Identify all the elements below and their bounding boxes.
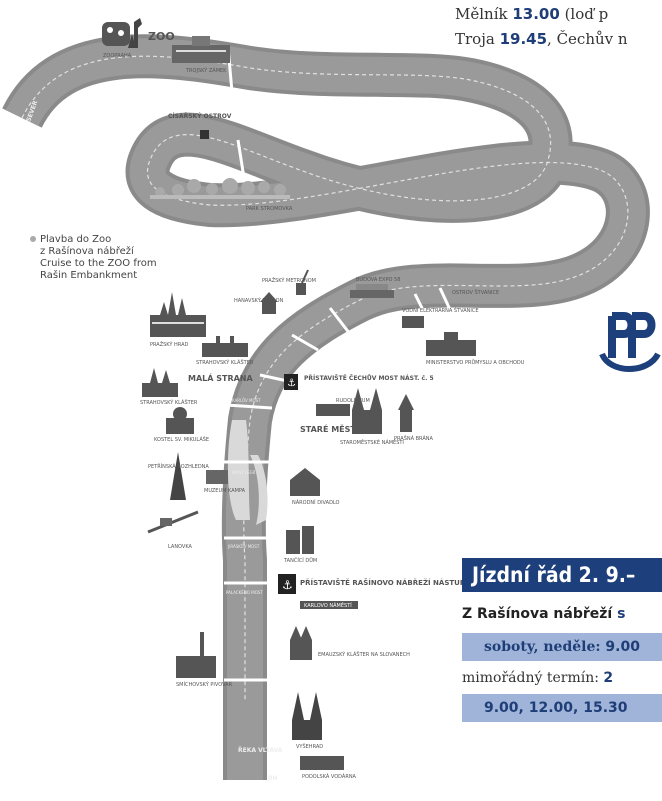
emauzy-label: EMAUZSKÝ KLÁŠTER NA SLOVANECH bbox=[318, 651, 410, 658]
jiraskuv-label: JIRÁSKŮV MOST bbox=[227, 544, 260, 549]
time-melnik: 13.00 bbox=[512, 5, 560, 23]
karlovo-label: KARLOVO NÁMĚSTÍ bbox=[304, 601, 352, 609]
expo58-label: BUDOVA EXPO 58 bbox=[356, 277, 400, 283]
pier-rasinovo-label: PŘÍSTAVIŠTĚ RAŠÍNOVO NÁBŘEŽÍ NÁSTUPIŠTĚ … bbox=[300, 578, 499, 587]
petrin-tower-icon bbox=[170, 452, 186, 500]
legend-line-3: Cruise to the ZOO from bbox=[40, 258, 157, 269]
powder-tower-label: PRAŠNÁ BRÁNA bbox=[394, 435, 433, 442]
petrin-label: PETŘÍNSKÁ ROZHLEDNA bbox=[148, 462, 209, 470]
podolska-icon bbox=[300, 756, 344, 770]
svg-text:⚓: ⚓ bbox=[287, 378, 296, 389]
bridge-cechuv bbox=[291, 333, 319, 352]
troja-chateau-icon bbox=[172, 36, 230, 63]
prague-castle-label: PRAŽSKÝ HRAD bbox=[150, 340, 189, 348]
stromovka-label: PARK STROMOVKA bbox=[246, 206, 293, 212]
timetable-from: Z Rašínova nábřeží s bbox=[462, 606, 626, 622]
bridge-hlavkuv-b bbox=[438, 287, 454, 315]
bridge-zelezniccni bbox=[236, 139, 246, 179]
st-nicholas-icon bbox=[166, 407, 194, 434]
zoopraha-label: ZOOPRAHA bbox=[103, 53, 132, 59]
powder-tower-icon bbox=[398, 394, 414, 432]
karlovo-badge bbox=[300, 601, 358, 609]
ministry-label: MINISTERSTVO PRŮMYSLU A OBCHODU bbox=[426, 359, 525, 366]
pier-marker-1 bbox=[200, 130, 209, 139]
strahov-label: STRAHOVSKÝ KLÁŠTER bbox=[196, 359, 254, 366]
metronome-label: PRAŽSKÝ METRONOM bbox=[262, 276, 316, 284]
dancing-house-icon bbox=[286, 526, 314, 554]
troja-chateau-label: TROJSKÝ ZÁMEK bbox=[185, 67, 227, 74]
power-station-icon bbox=[402, 316, 424, 328]
bridge-karluv bbox=[225, 403, 273, 410]
stromovka-trees-icon bbox=[150, 178, 290, 199]
bridge-hlavkuv-a bbox=[413, 293, 430, 321]
dancing-house-label: TANČÍCÍ DŮM bbox=[283, 557, 317, 564]
top-text-line-2: Troja 19.45, Čechův n bbox=[455, 30, 628, 48]
kampa-icon bbox=[206, 470, 228, 484]
legend-line-1: Plavba do Zoo bbox=[40, 234, 112, 245]
pps-logo-icon bbox=[599, 312, 661, 372]
prague-castle-icon bbox=[150, 292, 206, 337]
tyn-church-icon bbox=[352, 388, 382, 434]
kampa-label: MUZEUM KAMPA bbox=[204, 488, 246, 494]
stare-mesto-label: STARÉ MĚSTO bbox=[300, 423, 363, 434]
metronome-icon bbox=[296, 269, 309, 295]
brewery-icon bbox=[176, 632, 216, 678]
timetable-weekend: soboty, neděle: 9.00 bbox=[462, 633, 662, 661]
rudolfinum-icon bbox=[316, 404, 350, 416]
rudolfinum-label: RUDOLFINUM bbox=[336, 398, 370, 404]
old-town-square-label: STAROMĚSTSKÉ NÁMĚSTÍ bbox=[340, 438, 404, 446]
anchor-pier-cechuv-icon: ⚓ bbox=[284, 374, 298, 390]
route-dot-icon bbox=[30, 236, 36, 242]
pier-cechuv-label: PŘÍSTAVIŠTĚ ČECHŮV MOST NÁST. č. 5 bbox=[304, 374, 434, 382]
legend-line-4: Rašin Embankment bbox=[40, 270, 138, 281]
legend-line-2: z Rašínova nábřeží bbox=[40, 246, 134, 257]
hanavsky-icon bbox=[260, 292, 278, 314]
svg-text:⚓: ⚓ bbox=[282, 578, 293, 592]
strahov-icon bbox=[202, 336, 248, 357]
river-name-label: ŘEKA VLTAVA bbox=[238, 747, 283, 754]
funicular-label: LANOVKA bbox=[168, 544, 193, 550]
emauzy-icon bbox=[290, 626, 312, 660]
karluv-label: KARLŮV MOST bbox=[232, 398, 261, 403]
strelecky-island bbox=[250, 455, 268, 525]
timetable-extra-times: 9.00, 12.00, 15.30 bbox=[462, 694, 662, 722]
vysehrad-label: VYŠEHRAD bbox=[296, 743, 323, 750]
strahov-monastery-icon bbox=[142, 368, 178, 397]
most-legii-label: MOST LEGIÍ bbox=[232, 470, 256, 475]
vysehrad-icon bbox=[292, 692, 322, 740]
kampa-island bbox=[227, 420, 250, 520]
top-text-line-1: Mělník 13.00 (loď p bbox=[455, 5, 609, 23]
south-label: JIH bbox=[267, 775, 278, 782]
cisarsky-ostrov-label: CÍSAŘSKÝ OSTROV bbox=[168, 112, 232, 120]
brewery-label: SMÍCHOVSKÝ PIVOVAR bbox=[176, 681, 233, 688]
podolska-label: PODOLSKÁ VODÁRNA bbox=[302, 773, 357, 780]
st-nicholas-label: KOSTEL SV. MIKULÁŠE bbox=[154, 436, 209, 443]
funicular-icon bbox=[147, 510, 199, 534]
ministry-icon bbox=[426, 332, 476, 356]
time-troja: 19.45 bbox=[499, 30, 548, 48]
palackeho-label: PALACKÉHO MOST bbox=[226, 590, 263, 595]
timetable-header: Jízdní řád 2. 9.– bbox=[462, 558, 662, 592]
power-station-label: VODNÍ ELEKTRÁRNA ŠTVANICE bbox=[402, 307, 479, 314]
mala-strana-label: MALÁ STRANA bbox=[188, 372, 253, 383]
national-theatre-icon bbox=[290, 468, 320, 496]
stvanice-island-label: OSTROV ŠTVANICE bbox=[452, 289, 499, 296]
anchor-pier-rasinovo-icon: ⚓ bbox=[278, 574, 296, 594]
timetable-extra: mimořádný termín: 2 bbox=[462, 670, 614, 686]
expo58-icon bbox=[350, 284, 394, 298]
hanavsky-label: HANAVSKÝ PAVILON bbox=[234, 297, 284, 304]
bridge-stefanikuv bbox=[328, 307, 352, 335]
national-theatre-label: NÁRODNÍ DIVADLO bbox=[292, 499, 340, 506]
zoo-logo-icon bbox=[102, 18, 142, 48]
map-legend: Plavba do Zoo z Rašínova nábřeží Cruise … bbox=[30, 234, 157, 282]
strahov-monastery-label: STRAHOVSKÝ KLÁŠTER bbox=[140, 399, 198, 406]
zoo-label: ZOO bbox=[148, 30, 175, 43]
